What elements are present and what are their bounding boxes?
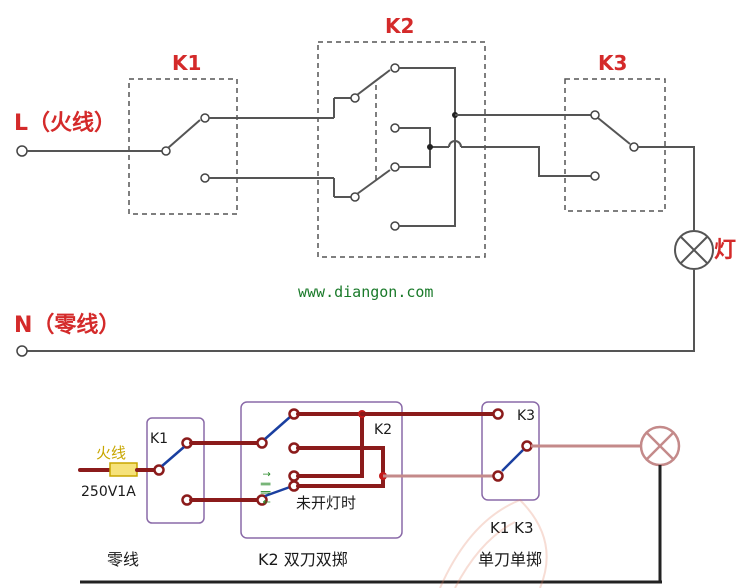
k3-box (564, 78, 666, 212)
k3-common (629, 142, 639, 152)
k2-contact-a (390, 63, 400, 73)
k2-blade-2 (356, 169, 391, 195)
k2-desc: K2 双刀双掷 (258, 550, 348, 569)
k2-common-2 (350, 192, 360, 202)
k3-contact-1 (590, 110, 600, 120)
top-schematic: K1 K2 K3 L（火线） N（零线） 灯 www.diangon.com (14, 14, 736, 357)
live-terminal (16, 145, 28, 157)
watermark-url: www.diangon.com (298, 283, 433, 301)
k3-lamp-wire (638, 146, 695, 230)
fire-label: 火线 (96, 444, 126, 462)
k2-box-2 (240, 401, 403, 539)
k3-blade (597, 117, 631, 145)
k2-junction-1 (427, 144, 433, 150)
k2-cross-wire-2 (296, 446, 385, 488)
k2-contact-d (390, 221, 400, 231)
stamp-watermark (439, 498, 548, 588)
live-label: L（火线） (14, 110, 116, 136)
fuse-label: 250V1A (81, 484, 136, 500)
k1-label-2: K1 (150, 431, 168, 447)
k2-label-2: K2 (374, 422, 392, 438)
k2-common-a-2 (256, 437, 268, 449)
k2-label: K2 (385, 14, 414, 38)
unlit-label: 未开灯时 (296, 494, 356, 512)
k3-label-2: K3 (517, 408, 535, 424)
k3-label: K3 (598, 51, 627, 75)
lamp-label: 灯 (714, 238, 736, 263)
k1-blade-2 (161, 446, 185, 467)
spst-desc: 单刀单掷 (478, 550, 542, 569)
k3-contact-2 (590, 171, 600, 181)
lamp-icon (674, 230, 714, 270)
k2-crossover-hop (448, 140, 462, 148)
k2-blade-1 (356, 69, 391, 96)
k1-blade (167, 119, 201, 149)
k3-common-2 (521, 440, 533, 452)
k2-cross-wire-1 (296, 412, 364, 478)
k2-blade-a-2 (264, 416, 291, 440)
k2-box (317, 41, 486, 258)
k2-contact-c (390, 162, 400, 172)
linkage-arrow-marks: ↑ ‖ ‖ ↓ (260, 470, 271, 506)
neutral-label-2: 零线 (107, 550, 139, 569)
k1-contact-1 (200, 113, 210, 123)
k3-contact-b-2 (492, 470, 504, 482)
k1-common-2 (153, 464, 165, 476)
k3-box-2 (481, 401, 540, 501)
neutral-wire (27, 270, 695, 352)
k2-cross-1 (399, 67, 456, 227)
k2-common-1 (350, 93, 360, 103)
k1-contact-2 (200, 173, 210, 183)
k3-contact-a-2 (492, 408, 504, 420)
lamp-icon-2 (639, 425, 681, 467)
k2-contact-b (390, 123, 400, 133)
k2-k3-wire-2 (461, 146, 592, 177)
bottom-schematic: K1 K2 K3 火线 250V1A 未开灯时 零线 K2 双刀双掷 K1 K3… (78, 401, 681, 588)
k1k3-label: K1 K3 (490, 519, 534, 537)
k1-common (161, 146, 171, 156)
k1-box (128, 78, 238, 215)
k2-cross-2 (399, 127, 431, 168)
k2-blade-b-2 (264, 485, 291, 498)
k3-blade-2 (501, 449, 524, 472)
neutral-terminal (16, 345, 28, 357)
fuse-icon (109, 462, 138, 477)
k2-common-b-2 (256, 494, 268, 506)
k1-label: K1 (172, 51, 201, 75)
neutral-label: N（零线） (14, 312, 120, 338)
